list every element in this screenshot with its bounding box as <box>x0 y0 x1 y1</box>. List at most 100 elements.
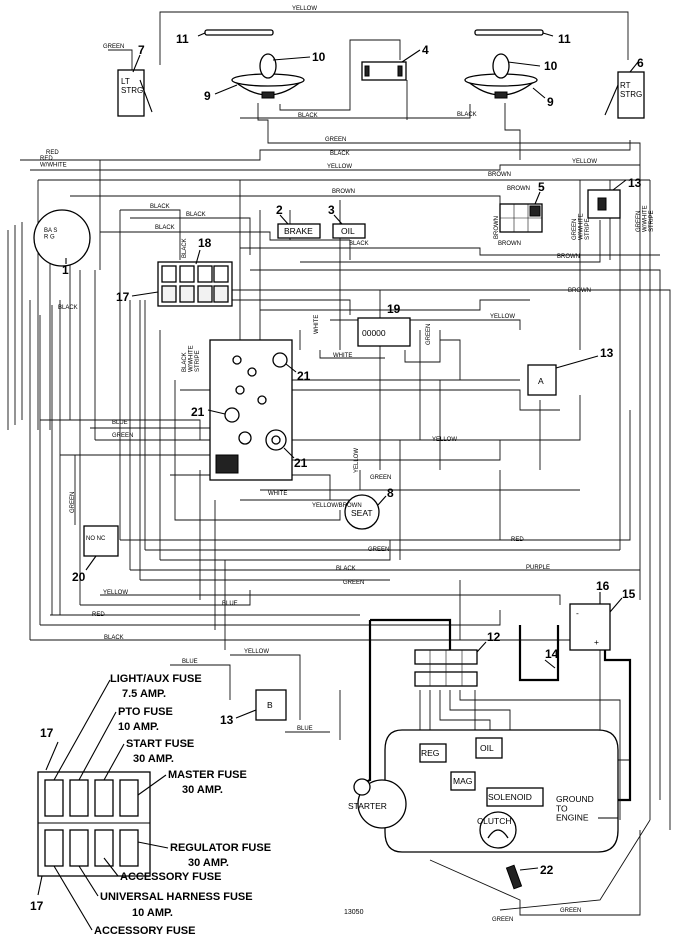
callout-13-low: 13 <box>220 713 234 727</box>
callout-8: 8 <box>387 486 394 500</box>
wire-label-green-mid: GREEN <box>325 137 346 143</box>
headlight-left <box>231 53 305 99</box>
relay-13-top <box>587 189 621 219</box>
wire-label-black-c: BLACK <box>186 212 206 218</box>
oil-sensor <box>332 223 366 239</box>
wire-label-brown-e: BROWN <box>568 288 591 294</box>
callout-17-upper: 17 <box>116 290 130 304</box>
callout-4: 4 <box>422 43 429 57</box>
wire-label-white-vertical: WHITE <box>314 315 320 334</box>
callout-16: 16 <box>596 579 610 593</box>
callout-12: 12 <box>487 630 501 644</box>
wire-label-yellow-vertical: YELLOW <box>354 448 360 473</box>
drawing-number: 13050 <box>344 909 364 916</box>
reg-label: REG <box>421 748 439 758</box>
wire-label-black-k: BLACK <box>336 566 356 572</box>
engine-oil-label: OIL <box>480 743 494 753</box>
master-fuse-label: MASTER FUSE <box>168 769 247 781</box>
light-aux-fuse-label: LIGHT/AUX FUSE <box>110 673 202 685</box>
wire-label-white-b: WHITE <box>268 491 287 497</box>
wire-label-green-vertical-mid: GREEN <box>426 324 432 345</box>
callout-13-top: 13 <box>628 176 642 190</box>
light-bar-right <box>474 29 554 37</box>
wire-label-black-mid: BLACK <box>330 151 350 157</box>
hour-meter-digits: 00000 <box>362 328 386 338</box>
pto-fuse-label: PTO FUSE <box>118 706 173 718</box>
start-fuse-label: START FUSE <box>126 738 194 750</box>
callout-17-detail-bottom: 17 <box>30 899 44 913</box>
callout-9-left: 9 <box>204 89 211 103</box>
wire-label-black-stripe-vertical: BLACKW/WHITESTRIPE <box>182 345 201 372</box>
callout-22: 22 <box>540 863 554 877</box>
callout-10-right: 10 <box>544 59 558 73</box>
wire-label-green-stripe-vertical-a: GREENW/WHITESTRIPE <box>572 213 591 240</box>
wire-label-green-i: GREEN <box>370 475 391 481</box>
wire-label-yellow-top: YELLOW <box>292 6 317 12</box>
callout-13-mid: 13 <box>600 346 614 360</box>
callout-15: 15 <box>622 587 636 601</box>
callout-21-b: 21 <box>191 405 205 419</box>
wire-label-yellow-mid: YELLOW <box>327 164 352 170</box>
callout-17-detail-top: 17 <box>40 726 54 740</box>
wire-label-brown-mid: BROWN <box>332 189 355 195</box>
relay-b-label: B <box>267 700 273 710</box>
wire-label-black-vertical: BLACK <box>182 238 188 258</box>
callout-21-c: 21 <box>294 456 308 470</box>
callout-9-right: 9 <box>547 95 554 109</box>
wire-label-black-b: BLACK <box>150 204 170 210</box>
accessory-fuse-label: ACCESSORY FUSE <box>120 871 221 883</box>
wire-label-yellow-brown: YELLOW/BROWN <box>312 503 362 509</box>
wire-label-yellow-k: YELLOW <box>103 590 128 596</box>
battery-neg: - <box>576 608 579 618</box>
callout-11-right: 11 <box>558 32 571 46</box>
mag-label: MAG <box>453 776 472 786</box>
wire-label-brown-c: BROWN <box>498 241 521 247</box>
wire-label-brown-d: BROWN <box>557 254 580 260</box>
battery: - + <box>569 603 611 651</box>
wire-label-blue-b: BLUE <box>222 601 238 607</box>
pto-switch: NO NC <box>83 525 119 557</box>
callout-7: 7 <box>138 43 145 57</box>
wire-label-black-left: BLACK <box>298 113 318 119</box>
brake-label: BRAKE <box>284 226 313 236</box>
starter-label: STARTER <box>348 801 387 811</box>
wire-label-purple: PURPLE <box>526 565 550 571</box>
wire-label-blue-d: BLUE <box>297 726 313 732</box>
regulator-fuse-amp: 30 AMP. <box>188 857 229 869</box>
callout-3: 3 <box>328 203 335 217</box>
brake-switch <box>277 223 321 239</box>
wire-label-green-m: GREEN <box>560 908 581 914</box>
callout-6: 6 <box>637 56 644 70</box>
engine-connector-12 <box>414 649 478 687</box>
fuse-block-detail <box>37 771 151 877</box>
wire-label-black-right: BLACK <box>457 112 477 118</box>
clutch-connector <box>505 864 523 890</box>
connector-5 <box>499 203 543 233</box>
wire-label-yellow-right: YELLOW <box>572 159 597 165</box>
wire-label-green-n: GREEN <box>492 917 513 923</box>
battery-pos: + <box>594 637 599 647</box>
wire-label-green-h: GREEN <box>112 433 133 439</box>
universal-harness-fuse-amp: 10 AMP. <box>132 907 173 919</box>
wire-label-brown-vertical: BROWN <box>494 216 500 239</box>
relay-b: B <box>255 689 287 721</box>
universal-harness-fuse-label: UNIVERSAL HARNESS FUSE <box>100 891 253 903</box>
callout-11-left: 11 <box>176 32 189 46</box>
wire-label-green-stripe-vertical-b: GREENW/WHITESTRIPE <box>636 205 655 232</box>
callout-1: 1 <box>62 263 69 277</box>
wire-label-black-d: BLACK <box>155 225 175 231</box>
wire-label-red-b: RED <box>511 537 524 543</box>
wire-label-white: WHITE <box>333 353 352 359</box>
wire-label-brown-a: BROWN <box>488 172 511 178</box>
wire-label-black-e: BLACK <box>349 241 369 247</box>
wire-label-blue: BLUE <box>112 420 128 426</box>
wire-labels: YELLOW GREEN BLACK BLACK GREEN BLACK RED… <box>40 6 655 923</box>
wire-label-black-l: BLACK <box>104 635 124 641</box>
wire-label-yellow-h: YELLOW <box>432 437 457 443</box>
fuse-block-upper <box>157 261 233 307</box>
wire-label-yellow-l: YELLOW <box>244 649 269 655</box>
